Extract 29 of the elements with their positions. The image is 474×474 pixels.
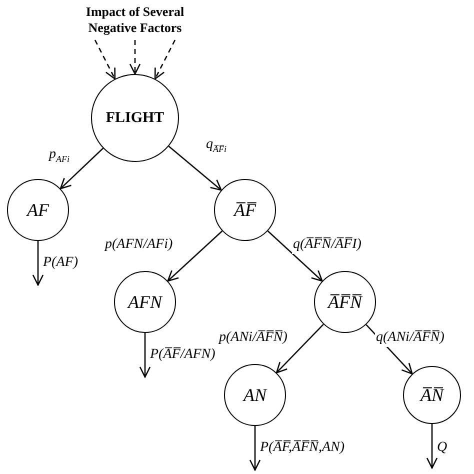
event-circle [314, 271, 376, 333]
node-label: AFN [128, 292, 162, 312]
arrow [94, 40, 116, 80]
arrow [276, 324, 324, 374]
arrow [139, 333, 151, 378]
arrow [426, 424, 438, 469]
node-label: AF [27, 200, 49, 220]
arrow [249, 426, 261, 471]
edge-label: P(A̅F̅/AFN) [149, 346, 216, 364]
edge-label: q(ANi/A̅F̅N̅) [375, 329, 446, 347]
edge-label: p(ANi/A̅F̅N̅) [218, 329, 288, 347]
edge-label: p(AFN/AFi) [104, 236, 174, 254]
arrow [267, 230, 323, 282]
edge-label: P(AF) [42, 254, 79, 272]
arrow [168, 146, 222, 191]
edge-label: q(A̅F̅N̅/A̅F̅I) [292, 236, 362, 254]
arrow [154, 40, 176, 80]
edge-label: P(A̅F̅,A̅F̅N̅,AN) [259, 439, 346, 457]
node-label: FLIGHT [106, 110, 164, 126]
event-circle [214, 179, 276, 241]
arrow [60, 148, 104, 190]
node-label: A̅N̅ [420, 384, 444, 406]
node-label: A̅F̅N̅ [328, 292, 362, 312]
heading-text: Impact of Several Negative Factors [75, 4, 195, 36]
node-label: AN [243, 384, 266, 406]
arrow [167, 230, 223, 282]
arrow [129, 40, 141, 75]
arrow [32, 241, 44, 286]
node-label: A̅F̅ [234, 200, 256, 220]
